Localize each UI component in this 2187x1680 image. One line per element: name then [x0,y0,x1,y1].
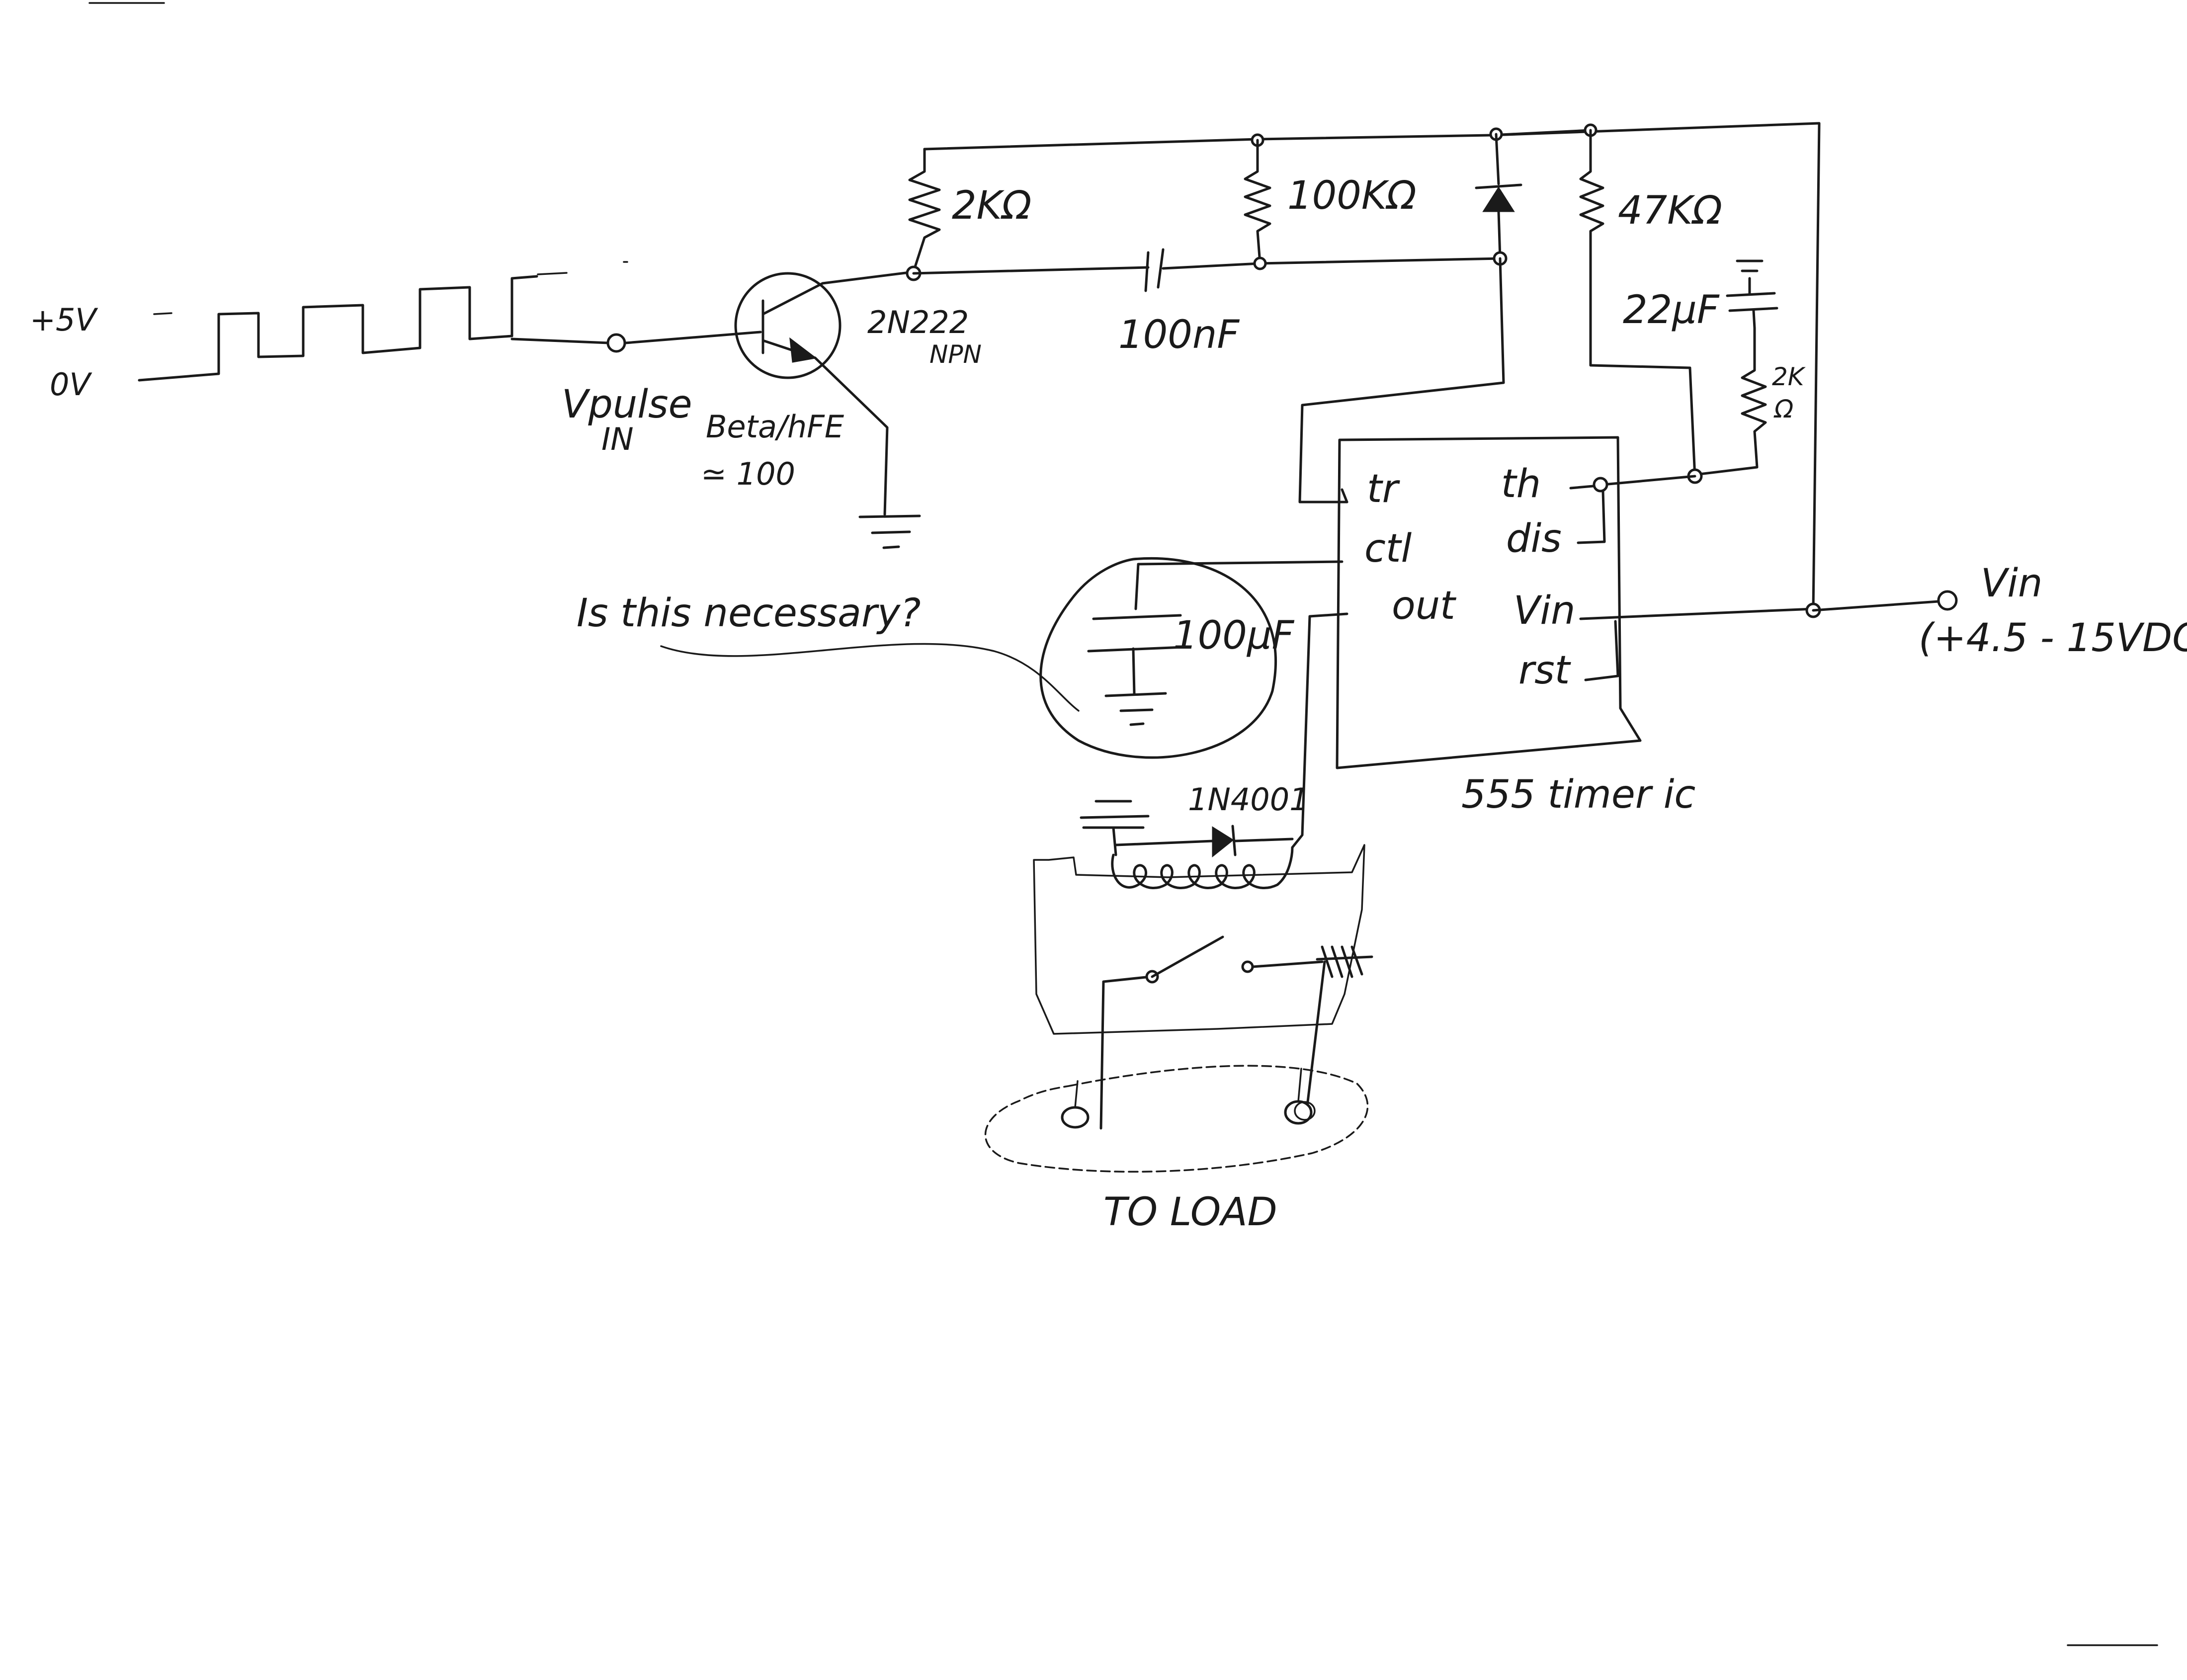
ic-pin-tr: tr [1367,467,1401,511]
load-terminal-1[interactable] [1061,1106,1090,1129]
relay-switch-icon [1099,935,1373,1130]
ic-pin-vin: Vin [1514,588,1575,633]
cap-22uf-symbol [1726,259,1778,330]
load-label: TO LOAD [1103,1190,1277,1235]
resistor-2k-label: 2KΩ [952,183,1031,228]
resistor-2k-symbol [908,148,941,270]
resistor-2k-small-symbol [1693,327,1767,476]
vpulse-label: Vpulse [562,382,692,427]
vin-supply-jack[interactable] [1937,590,1958,611]
emitter-ground-icon [858,514,921,549]
ic-pin-dis: dis [1506,516,1562,561]
pulse-waveform [138,261,628,382]
diode-1n4001-label: 1N4001 [1188,781,1309,818]
resistor-2k-small-label: 2K [1772,362,1806,391]
resistor-100k-symbol [1244,139,1271,265]
transistor-part-label: 2N222 [867,304,969,340]
cap-100nf-label: 100nF [1118,313,1240,357]
ic-pin-th: th [1501,462,1541,506]
ic-pin-ctl: ctl [1364,526,1412,571]
resistor-47k-label: 47KΩ [1618,188,1722,233]
vpulse-in-label: IN [601,421,634,457]
junction-dot [1253,256,1267,270]
load-outline [984,1065,1369,1173]
pulse-high-label: +5V [30,302,98,338]
relay-flyback-diode [1080,800,1294,858]
supply-range-label: (+4.5 - 15VDC) [1919,616,2187,661]
annotation-question: Is this necessary? [577,591,921,636]
ic-pin-rst: rst [1518,648,1571,693]
transistor-gain-label: Beta/hFE [706,409,844,445]
ic-pin-out: out [1392,584,1456,628]
page-edge-marks [88,2,2158,1646]
cap-22uf-label: 22μF [1623,288,1720,333]
ic-name-label: 555 timer ic [1461,772,1695,817]
supply-vin-label: Vin [1981,561,2042,606]
pulse-low-label: 0V [50,366,92,403]
npn-transistor-symbol [624,271,911,516]
threshold-node [1593,477,1608,493]
ic-555-body [1336,436,1642,769]
vpulse-input-jack[interactable] [606,333,626,353]
transistor-gain-value: ≃ 100 [701,456,795,492]
resistor-47k-symbol [1579,129,1604,240]
annotation-circle [1039,557,1277,759]
relay-coil-icon [1111,846,1294,889]
resistor-100k-label: 100KΩ [1287,173,1417,218]
resistor-2k-small-ohm: Ω [1773,395,1793,423]
transistor-type-label: NPN [929,340,982,369]
diode-symbol [1475,133,1522,260]
cap-100uf-symbol [1087,614,1184,726]
